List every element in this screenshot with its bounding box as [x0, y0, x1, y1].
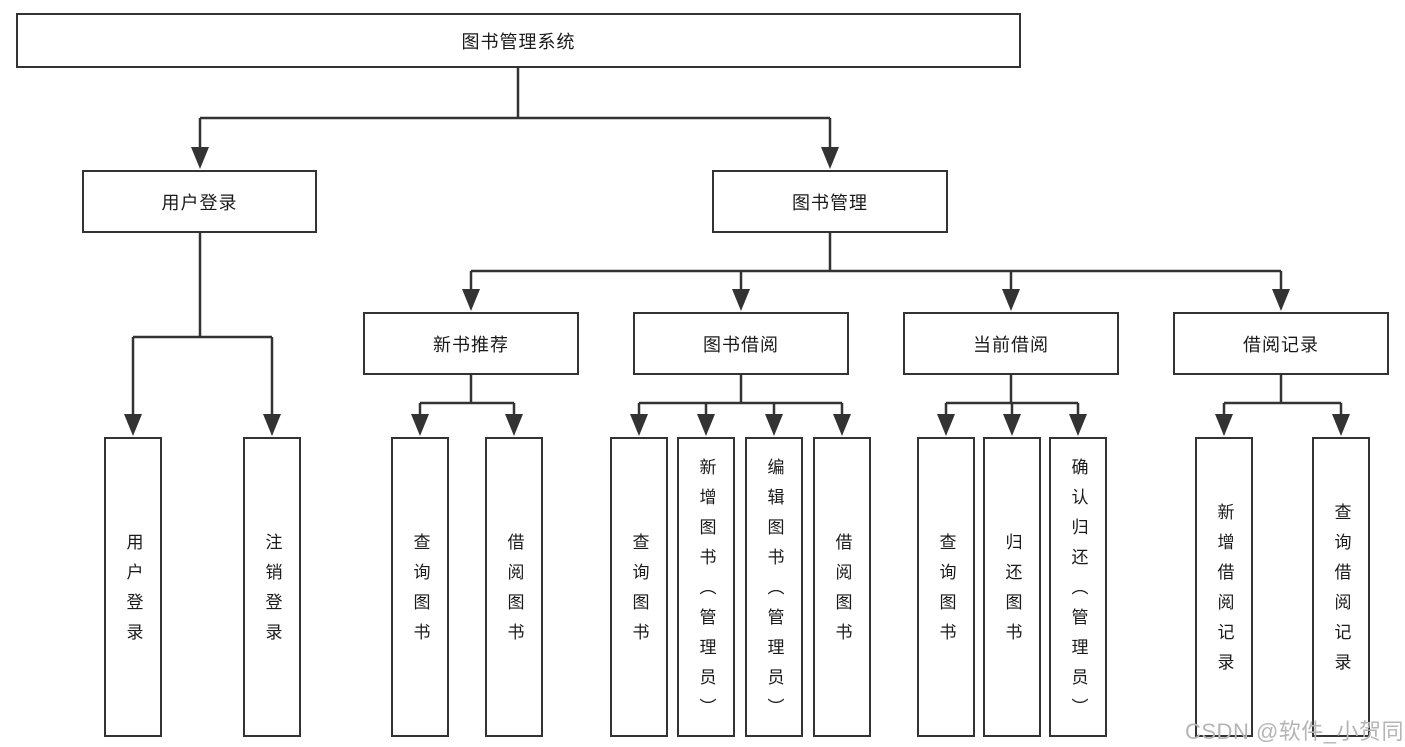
leaf-bb-query-books: 查询图书 — [610, 437, 668, 737]
node-user-login-label: 用户登录 — [161, 192, 238, 213]
leaf-bb-borrow-books: 借阅图书 — [813, 437, 871, 737]
leaf-cb-query-books: 查询图书 — [917, 437, 975, 737]
leaf-bb-query-books-label: 查询图书 — [629, 533, 649, 653]
leaf-bb-add-books-admin-label: 新增图书（管理员） — [696, 458, 716, 728]
node-current-borrow-label: 当前借阅 — [973, 334, 1049, 355]
leaf-bb-add-books-admin: 新增图书（管理员） — [677, 437, 735, 737]
leaf-bb-edit-books-admin: 编辑图书（管理员） — [745, 437, 803, 737]
leaf-br-add-record-label: 新增借阅记录 — [1214, 503, 1234, 683]
leaf-nb-query-books: 查询图书 — [391, 437, 449, 737]
node-root: 图书管理系统 — [16, 13, 1021, 68]
leaf-cb-confirm-return-admin: 确认归还（管理员） — [1049, 437, 1107, 737]
leaf-nb-borrow-books-label: 借阅图书 — [504, 533, 524, 653]
node-new-books: 新书推荐 — [363, 312, 579, 375]
node-borrow-records: 借阅记录 — [1173, 312, 1389, 375]
leaf-br-add-record: 新增借阅记录 — [1195, 437, 1253, 737]
leaf-br-query-record: 查询借阅记录 — [1312, 437, 1370, 737]
node-book-borrow: 图书借阅 — [633, 312, 849, 375]
leaf-logout: 注销登录 — [243, 437, 301, 737]
node-book-borrow-label: 图书借阅 — [703, 334, 779, 355]
arrowheads — [124, 147, 1350, 436]
leaf-cb-confirm-return-admin-label: 确认归还（管理员） — [1068, 458, 1088, 728]
leaf-cb-return-books: 归还图书 — [983, 437, 1041, 737]
node-current-borrow: 当前借阅 — [903, 312, 1119, 375]
leaf-user-login-label: 用户登录 — [123, 533, 143, 653]
leaf-logout-label: 注销登录 — [262, 533, 282, 653]
leaf-br-query-record-label: 查询借阅记录 — [1331, 503, 1351, 683]
leaf-cb-return-books-label: 归还图书 — [1002, 533, 1022, 653]
leaf-nb-query-books-label: 查询图书 — [410, 533, 430, 653]
node-root-label: 图书管理系统 — [461, 31, 576, 52]
leaf-bb-borrow-books-label: 借阅图书 — [832, 533, 852, 653]
leaf-bb-edit-books-admin-label: 编辑图书（管理员） — [764, 458, 784, 728]
leaf-nb-borrow-books: 借阅图书 — [485, 437, 543, 737]
node-borrow-records-label: 借阅记录 — [1243, 334, 1319, 355]
node-book-mgmt-label: 图书管理 — [792, 192, 868, 213]
node-new-books-label: 新书推荐 — [433, 334, 509, 355]
node-user-login: 用户登录 — [82, 170, 317, 233]
leaf-cb-query-books-label: 查询图书 — [936, 533, 956, 653]
leaf-user-login: 用户登录 — [104, 437, 162, 737]
node-book-mgmt: 图书管理 — [712, 170, 948, 233]
csdn-watermark: CSDN @软件_小贺同学 — [1185, 719, 1405, 744]
